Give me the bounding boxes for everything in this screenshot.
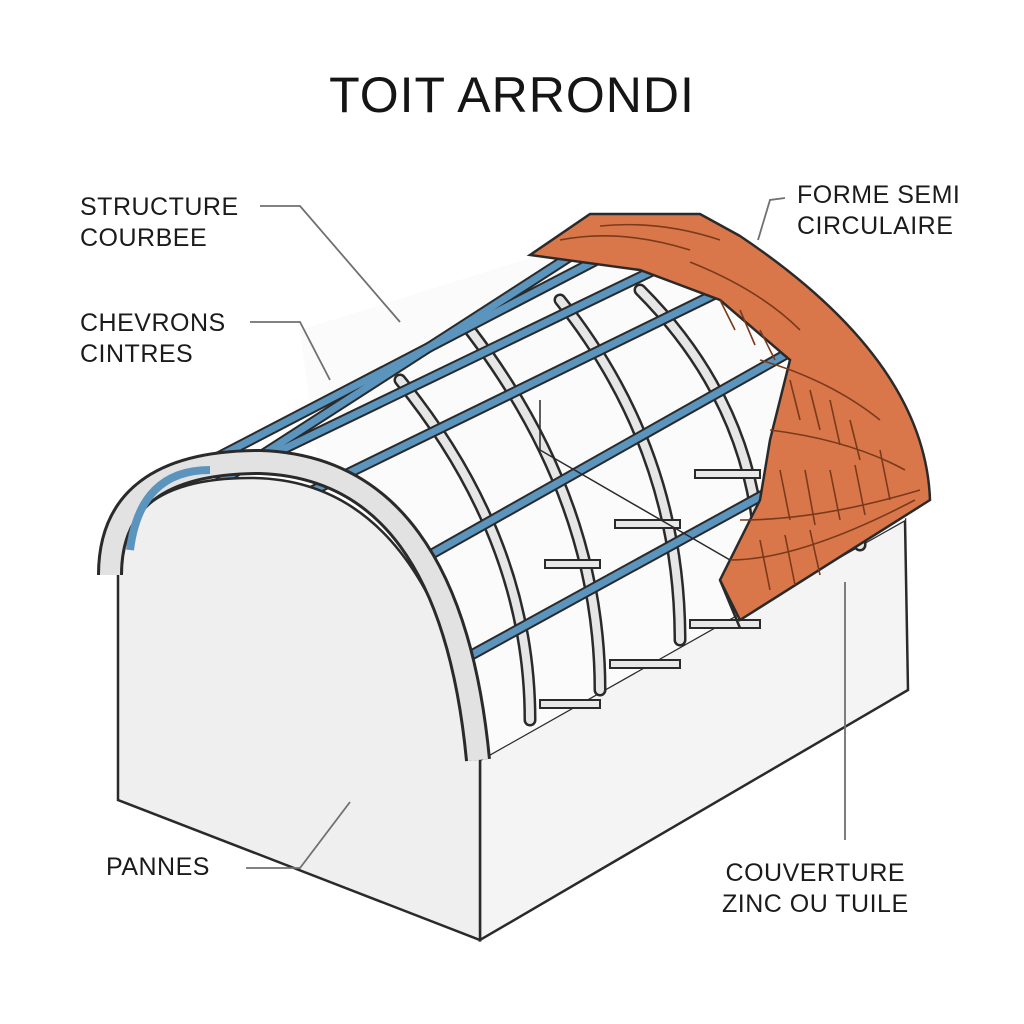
label-couverture: COUVERTURE ZINC OU TUILE — [722, 858, 909, 920]
front-arch — [97, 448, 491, 762]
purlins — [127, 243, 888, 669]
label-structure-courbee: STRUCTURE COURBEE — [80, 192, 239, 254]
diagram-title: TOIT ARRONDI — [329, 67, 695, 123]
label-text: ZINC OU TUILE — [722, 890, 909, 918]
label-pannes: PANNES — [106, 852, 210, 883]
label-text: FORME SEMI — [797, 181, 961, 209]
label-text: PANNES — [106, 853, 210, 881]
leader-lines — [246, 197, 846, 869]
leader-pannes — [246, 801, 351, 869]
tile-covering — [526, 212, 932, 629]
leader-structure — [260, 205, 401, 323]
label-text: STRUCTURE — [80, 193, 239, 221]
cross-struts — [539, 469, 761, 709]
label-text: CIRCULAIRE — [797, 212, 954, 240]
label-text: CHEVRONS — [80, 309, 226, 337]
label-forme-semi-circulaire: FORME SEMI CIRCULAIRE — [797, 180, 960, 242]
label-text: COURBEE — [80, 224, 208, 252]
label-text: CINTRES — [80, 340, 194, 368]
leader-chevrons — [250, 321, 331, 381]
interior-bracing — [539, 400, 731, 561]
label-text: COUVERTURE — [725, 859, 906, 887]
label-chevrons-cintres: CHEVRONS CINTRES — [80, 308, 226, 370]
leader-forme — [757, 197, 786, 241]
